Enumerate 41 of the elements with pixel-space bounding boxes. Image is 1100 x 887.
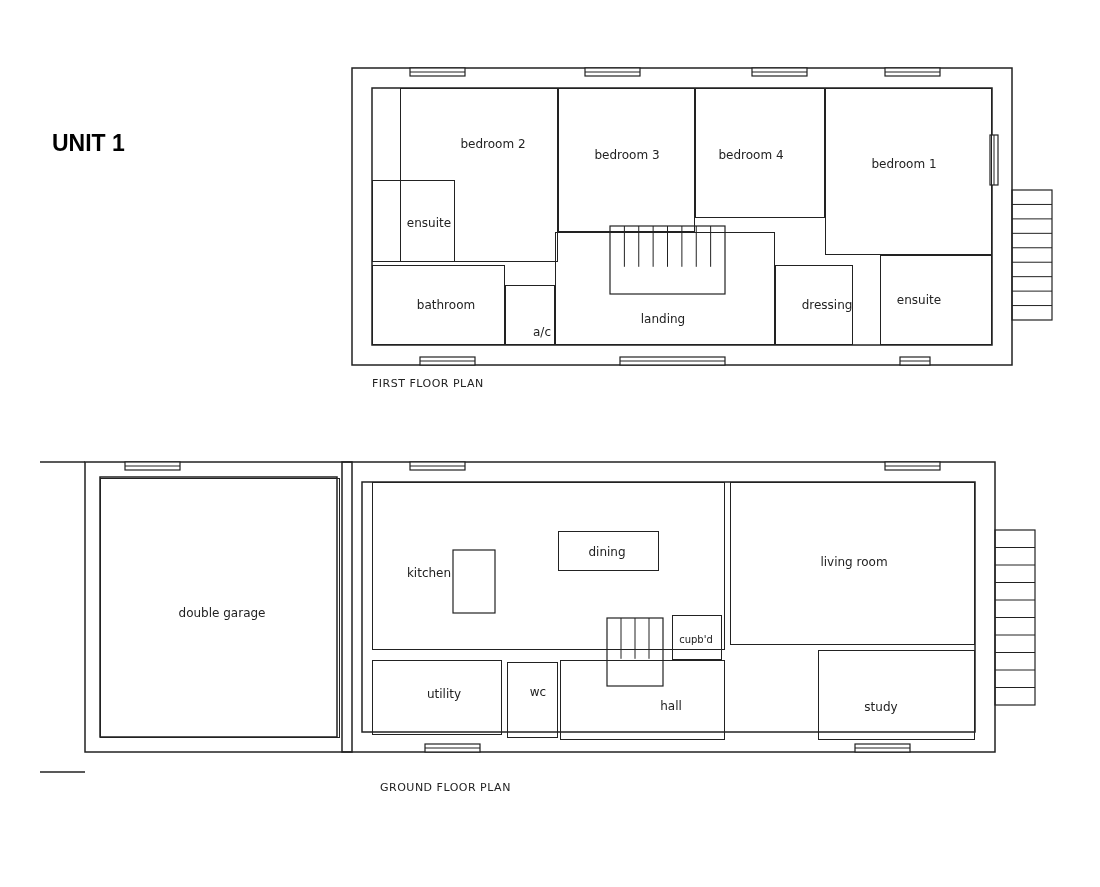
table-outline xyxy=(558,531,659,571)
room-outline xyxy=(400,88,558,262)
room-label: wc xyxy=(529,685,547,699)
plan-caption: FIRST FLOOR PLAN xyxy=(372,377,484,390)
room-label: bedroom 4 xyxy=(718,148,784,162)
room-label: landing xyxy=(640,312,686,326)
room-label: kitchen xyxy=(406,566,452,580)
room-label: hall xyxy=(660,699,682,713)
room-label: dressing xyxy=(801,298,853,312)
room-outline xyxy=(372,180,455,262)
room-outline xyxy=(672,615,722,660)
room-outline xyxy=(818,650,975,740)
room-label: dining xyxy=(588,545,626,559)
room-label: bedroom 1 xyxy=(871,157,937,171)
room-label: cupb'd xyxy=(679,633,713,645)
room-outline xyxy=(555,232,775,345)
room-outline xyxy=(558,88,695,232)
room-label: double garage xyxy=(178,606,266,620)
plan-title: UNIT 1 xyxy=(52,130,125,157)
room-label: ensuite xyxy=(406,216,452,230)
room-label: study xyxy=(864,700,898,714)
room-label: ensuite xyxy=(896,293,942,307)
room-label: bedroom 3 xyxy=(594,148,660,162)
room-label: utility xyxy=(426,687,462,701)
room-outline xyxy=(825,88,992,255)
room-outline xyxy=(372,265,505,345)
room-outline xyxy=(775,265,853,345)
room-outline xyxy=(730,482,975,645)
room-outline xyxy=(695,88,825,218)
room-outline xyxy=(372,660,502,735)
room-outline xyxy=(372,482,725,650)
room-outline xyxy=(880,255,992,345)
room-outline xyxy=(507,662,558,738)
plan-caption: GROUND FLOOR PLAN xyxy=(380,781,511,794)
room-outline xyxy=(100,478,340,738)
room-outline xyxy=(560,660,725,740)
room-label: a/c xyxy=(533,325,551,339)
room-label: living room xyxy=(820,555,888,569)
room-label: bathroom xyxy=(416,298,476,312)
room-outline xyxy=(505,285,555,345)
room-label: bedroom 2 xyxy=(460,137,526,151)
